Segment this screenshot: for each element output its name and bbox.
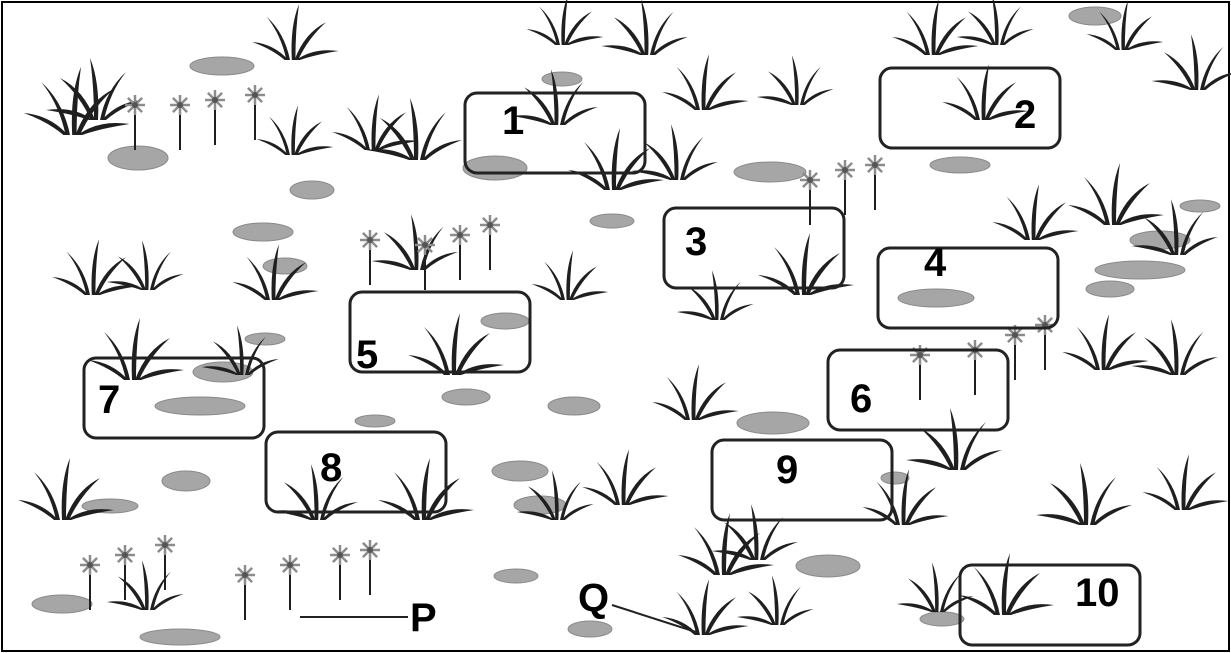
stone-16: [898, 289, 974, 307]
stone-35: [920, 612, 964, 626]
quadrat-1-label: 1: [502, 101, 524, 141]
quadrat-9-label: 9: [776, 450, 798, 490]
stone-26: [492, 461, 548, 481]
stone-34: [140, 629, 220, 645]
quadrat-10-label: 10: [1075, 573, 1120, 613]
stone-31: [494, 569, 538, 583]
pointer-p-label: P: [410, 598, 437, 638]
stone-15: [1086, 281, 1134, 297]
stone-2: [542, 72, 582, 86]
stone-32: [568, 621, 612, 637]
stone-10: [233, 223, 293, 241]
quadrat-3-label: 3: [685, 222, 707, 262]
quadrat-8-label: 8: [320, 448, 342, 488]
pointer-q-label: Q: [578, 578, 609, 618]
quadrat-6-label: 6: [850, 379, 872, 419]
stone-17: [481, 313, 529, 329]
quadrat-2-label: 2: [1014, 95, 1036, 135]
stone-22: [548, 397, 600, 415]
stone-33: [32, 595, 92, 613]
stone-6: [290, 181, 334, 199]
stone-20: [155, 397, 245, 415]
stone-23: [355, 415, 395, 427]
stone-1: [190, 57, 254, 75]
stone-25: [162, 471, 210, 491]
stone-7: [734, 162, 806, 182]
stone-8: [930, 157, 990, 173]
stone-30: [796, 555, 860, 577]
stone-24: [737, 412, 809, 434]
stone-12: [1180, 200, 1220, 212]
quadrat-5-label: 5: [356, 335, 378, 375]
quadrat-4-label: 4: [924, 243, 946, 283]
stone-4: [108, 146, 168, 170]
quadrat-7-label: 7: [98, 380, 120, 420]
stone-29: [881, 472, 909, 484]
stone-18: [245, 333, 285, 345]
stone-9: [590, 214, 634, 228]
stone-14: [1095, 261, 1185, 279]
stone-21: [442, 389, 490, 405]
stone-5: [463, 156, 527, 180]
stone-19: [193, 362, 253, 382]
stone-3: [1069, 7, 1121, 25]
